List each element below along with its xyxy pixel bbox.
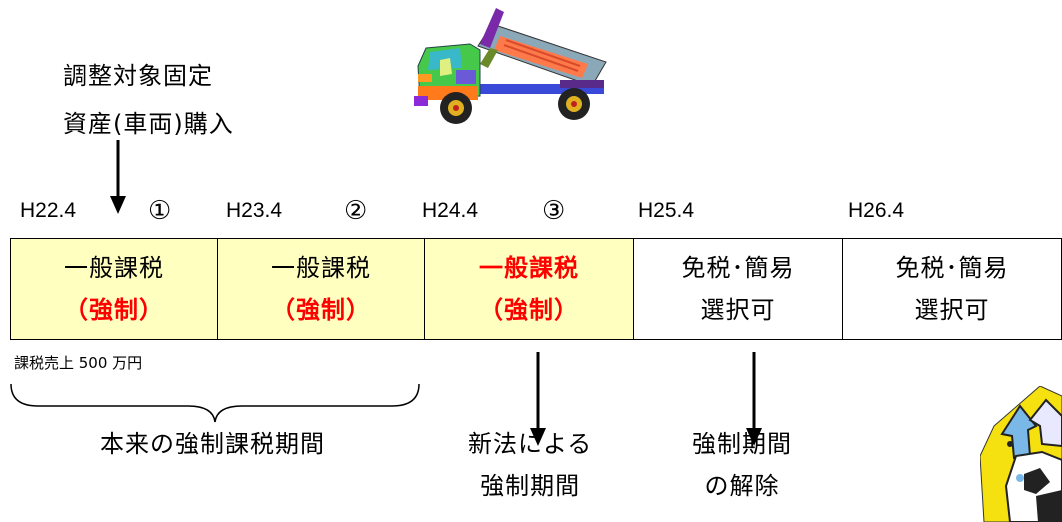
period-cell: 一般課税 （強制） xyxy=(10,238,218,340)
sales-threshold-label: 課税売上 500 万円 xyxy=(14,354,143,372)
original-period-label: 本来の強制課税期間 xyxy=(100,423,325,465)
new-law-line2: 強制期間 xyxy=(480,472,581,500)
period-type: 免税･簡易 xyxy=(895,254,1009,282)
period-status: （強制） xyxy=(479,296,579,324)
new-law-arrow xyxy=(530,352,546,446)
release-line1: 強制期間 xyxy=(692,430,792,458)
purchase-arrow xyxy=(110,140,126,214)
period-type: 一般課税 xyxy=(479,254,579,282)
period-cell: 一般課税 （強制） xyxy=(424,238,634,340)
period-marker: ③ xyxy=(542,196,566,226)
period-status: 選択可 xyxy=(700,296,776,324)
asset-label-line1: 調整対象固定 xyxy=(63,62,213,90)
decorative-clipart xyxy=(980,386,1062,522)
dump-truck-illustration xyxy=(414,8,607,124)
period-marker: ① xyxy=(148,196,172,226)
release-line2: の解除 xyxy=(704,472,780,500)
period-type: 一般課税 xyxy=(271,254,371,282)
date-label: H26.4 xyxy=(848,199,905,222)
period-cell: 免税･簡易 選択可 xyxy=(842,238,1062,340)
period-status: （強制） xyxy=(271,296,371,324)
period-cell: 免税･簡易 選択可 xyxy=(633,238,843,340)
period-status: （強制） xyxy=(64,296,164,324)
new-law-label: 新法による 強制期間 xyxy=(468,423,592,507)
period-type: 免税･簡易 xyxy=(681,254,795,282)
period-cell: 一般課税 （強制） xyxy=(217,238,425,340)
period-status: 選択可 xyxy=(914,296,990,324)
tax-period-table: 一般課税 （強制） 一般課税 （強制） 一般課税 （強制） 免税･簡易 選択可 … xyxy=(10,238,1062,340)
release-label: 強制期間 の解除 xyxy=(692,423,792,507)
period-marker: ② xyxy=(344,196,368,226)
original-period-text: 本来の強制課税期間 xyxy=(100,430,325,458)
asset-label-line2: 資産(車両)購入 xyxy=(63,110,234,138)
period-type: 一般課税 xyxy=(64,254,164,282)
release-arrow xyxy=(746,352,762,446)
date-label: H23.4 xyxy=(226,199,283,222)
new-law-line1: 新法による xyxy=(468,430,593,458)
date-label: H25.4 xyxy=(638,199,695,222)
date-label: H22.4 xyxy=(20,199,77,222)
date-label: H24.4 xyxy=(422,199,479,222)
curly-brace xyxy=(10,383,420,423)
asset-purchase-label: 調整対象固定 資産(車両)購入 xyxy=(63,52,234,148)
